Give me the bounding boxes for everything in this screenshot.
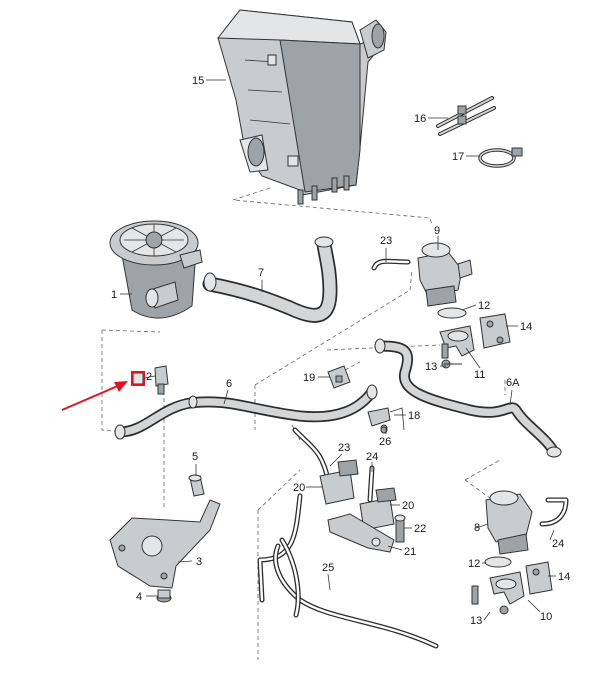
callout-24-right: 24 [552,538,564,550]
callout-19: 19 [303,372,315,384]
callout-20-right: 20 [402,500,414,512]
callout-13-upper: 13 [425,361,437,373]
callout-7: 7 [258,267,264,279]
callout-1: 1 [111,289,117,301]
callout-5: 5 [192,451,198,463]
valve-mount-lower [471,556,553,615]
callout-23-lower: 23 [338,442,350,454]
rubber-mount [156,589,172,603]
callout-8: 8 [474,522,480,534]
callout-12-upper: 12 [478,300,490,312]
valve-mount-upper [437,307,511,369]
callout-10: 10 [540,611,552,623]
callout-leaders [120,79,556,621]
vacuum-lines [257,493,439,649]
callout-17: 17 [452,151,464,163]
vacuum-hose-24-upper [367,465,375,503]
callout-labels: 15 16 17 23 9 7 1 12 14 13 11 6A 19 2 6 … [111,75,570,627]
vacuum-hose-24-lower [539,497,569,527]
secondary-air-pump [109,220,203,319]
callout-2: 2 [146,371,152,383]
callout-14-upper: 14 [520,321,532,333]
callout-21: 21 [404,546,416,558]
callout-14-lower: 14 [558,571,570,583]
callout-26: 26 [379,436,391,448]
hose-clip [327,365,351,389]
callout-25: 25 [322,562,334,574]
callout-9: 9 [434,225,440,237]
pressure-hose-6a [374,338,562,458]
combination-valve-lower [485,490,533,555]
pump-bracket [109,499,221,589]
callout-6: 6 [226,378,232,390]
callout-23-upper: 23 [380,235,392,247]
callout-24-center: 24 [366,451,378,463]
intake-hose [202,236,338,323]
air-filter-housing [216,9,387,205]
valve-bracket [327,513,406,553]
callout-11: 11 [474,369,485,381]
callout-12-lower: 12 [468,558,480,570]
vacuum-hose-23-lower [292,427,331,483]
combination-valve [417,242,473,307]
pressure-hose [114,384,378,440]
callout-16: 16 [414,113,426,125]
vacuum-hose-23-upper [371,258,411,271]
callout-15: 15 [192,75,204,87]
callout-6a: 6A [506,377,520,389]
callout-22: 22 [414,523,426,535]
solenoid-valves [319,459,397,531]
highlight-marker [61,371,145,411]
hose-clamp [478,147,523,168]
callout-3: 3 [196,556,202,568]
callout-20-left: 20 [293,482,305,494]
bolt-5 [188,474,205,497]
cable-ties [436,96,496,136]
callout-4: 4 [136,591,142,603]
callout-18: 18 [408,410,420,422]
bolt-26 [380,426,388,434]
callout-13-lower: 13 [470,615,482,627]
